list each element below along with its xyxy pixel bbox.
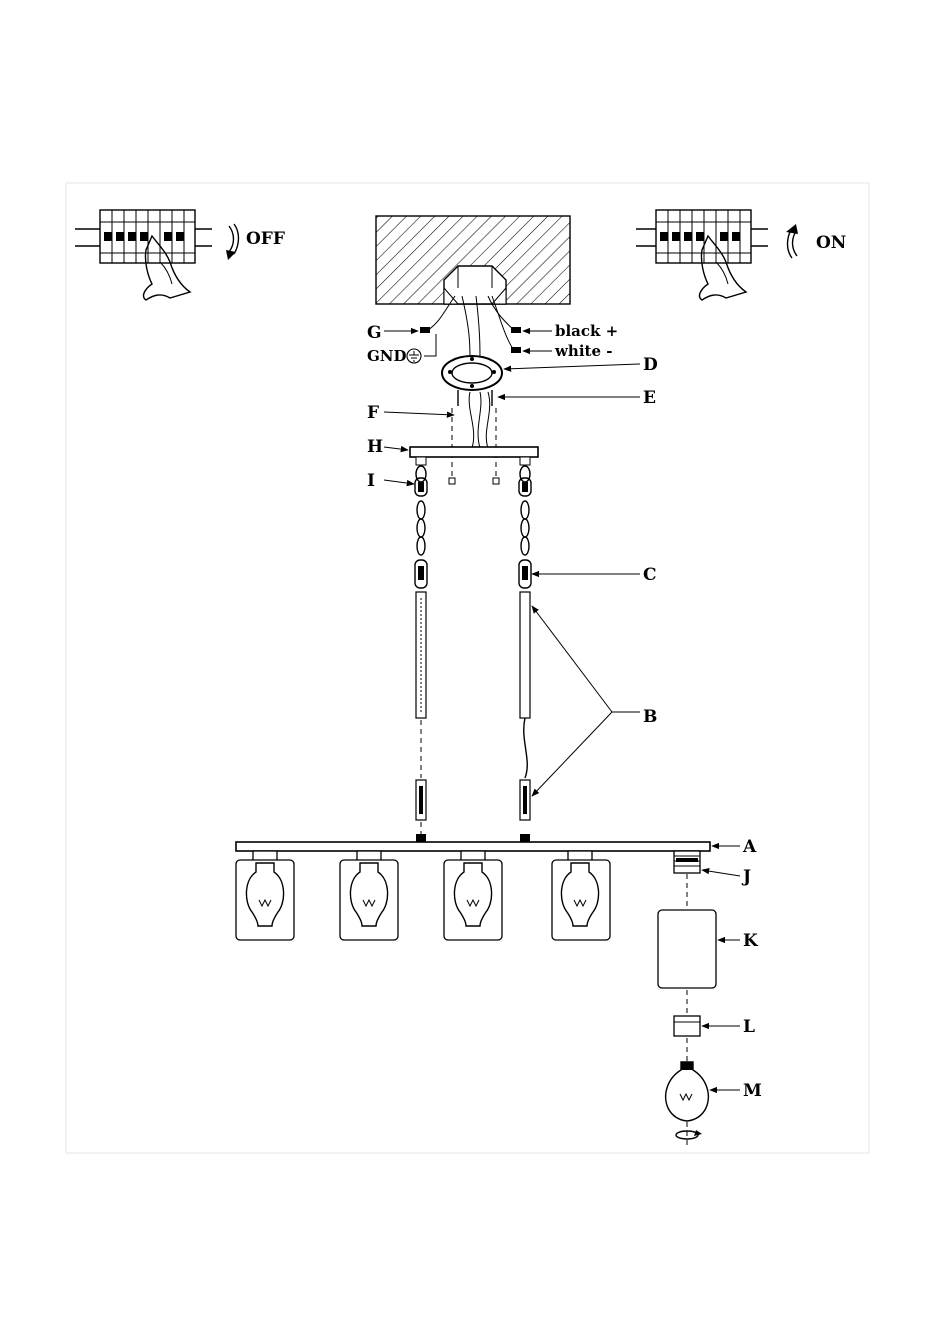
retaining-ring: [674, 1016, 700, 1036]
callout-f: F: [367, 403, 379, 423]
callout-j: J: [741, 867, 751, 887]
diagram-frame: [66, 183, 869, 1153]
suspension-rod-left: [416, 592, 426, 838]
breaker-off-label: OFF: [246, 229, 285, 249]
suspension-rod-right: [520, 592, 530, 820]
rotate-indicator-icon: [676, 1122, 702, 1146]
light-bulb-icon: [666, 1062, 709, 1121]
chain-right: [519, 457, 531, 588]
threaded-socket: [674, 851, 700, 873]
wire-black-label: black +: [555, 322, 618, 340]
lamp-shade-4: [552, 851, 610, 940]
callout-k: K: [743, 931, 759, 951]
mounting-plate: [442, 356, 502, 390]
callout-a: A: [742, 837, 757, 857]
lamp-shade-1: [236, 851, 294, 940]
fixture-bar: [236, 834, 710, 851]
chain-left: [415, 457, 427, 588]
glass-shade: [658, 910, 716, 988]
callout-h: H: [367, 437, 383, 457]
canopy-plate: [410, 447, 538, 457]
lamp-shade-2: [340, 851, 398, 940]
callout-g: G: [367, 323, 382, 343]
wire-white-label: white -: [554, 342, 612, 360]
callout-e: E: [643, 388, 656, 408]
ceiling-junction-box: [376, 216, 570, 304]
callout-l: L: [743, 1017, 755, 1037]
callout-c: C: [643, 565, 657, 585]
lamp-shade-3: [444, 851, 502, 940]
breaker-on-label: ON: [816, 233, 846, 253]
supply-wires: [420, 296, 521, 360]
breaker-off-illustration: OFF: [75, 210, 285, 300]
callout-d: D: [643, 355, 658, 375]
ground-symbol-icon: [407, 349, 421, 363]
callout-i: I: [367, 471, 375, 491]
callout-m: M: [743, 1081, 762, 1101]
callout-b: B: [643, 707, 657, 727]
ground-label: GND: [367, 347, 407, 365]
breaker-on-illustration: ON: [636, 210, 846, 300]
